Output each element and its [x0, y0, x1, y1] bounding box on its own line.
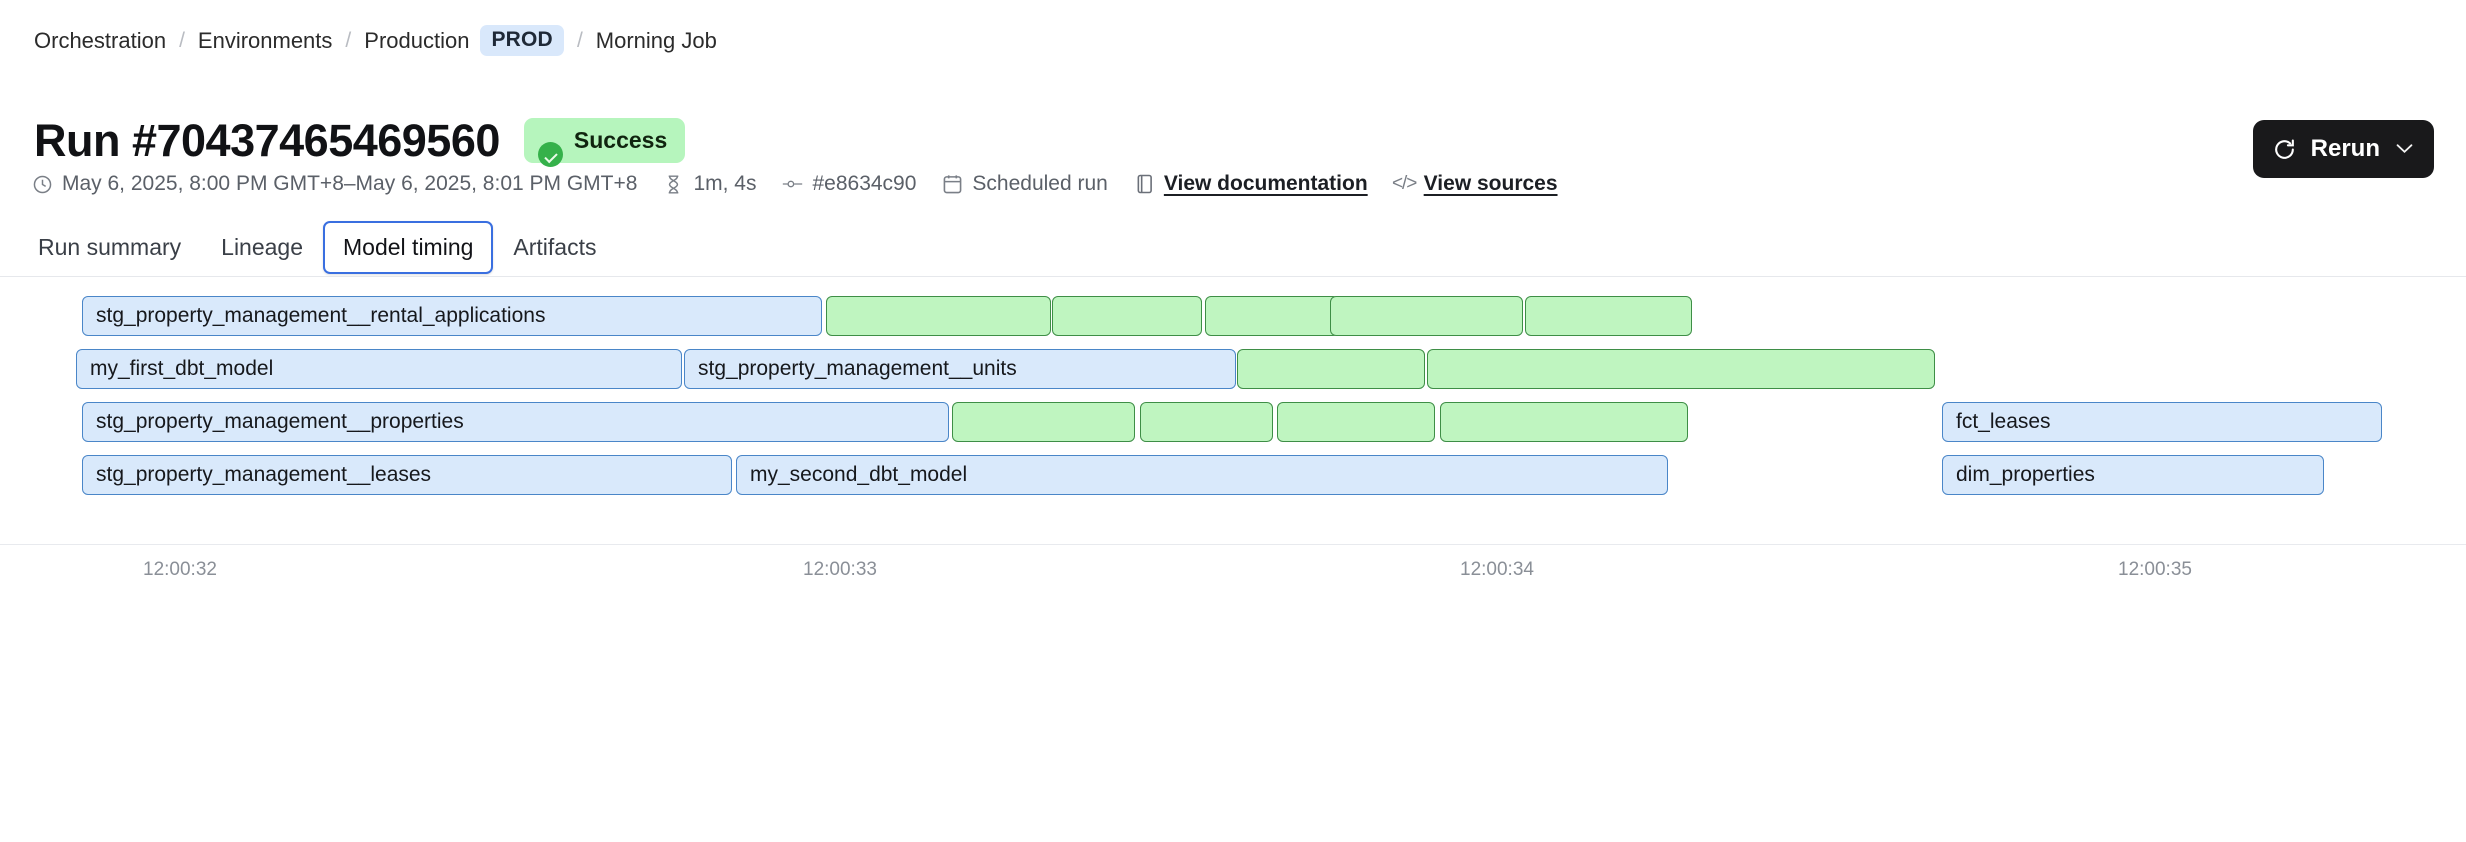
tab-bar-divider: [0, 276, 2466, 277]
gantt-bar-test[interactable]: [952, 402, 1135, 442]
tab-lineage[interactable]: Lineage: [201, 221, 323, 274]
breadcrumb-item-production[interactable]: Production: [364, 28, 469, 54]
gantt-bar-stg_property_management__units[interactable]: stg_property_management__units: [684, 349, 1236, 389]
meta-sources[interactable]: </> View sources: [1394, 172, 1558, 196]
calendar-icon: [942, 173, 963, 195]
gantt-bar-label: stg_property_management__leases: [83, 463, 431, 487]
meta-commit-text: #e8634c90: [812, 172, 916, 196]
status-badge-label: Success: [574, 127, 667, 154]
gantt-row: my_first_dbt_model stg_property_managemen…: [0, 349, 2466, 391]
breadcrumb-separator: /: [577, 29, 583, 53]
gantt-bar-test[interactable]: [1205, 296, 1339, 336]
gantt-bar-test[interactable]: [826, 296, 1051, 336]
book-icon: [1134, 173, 1155, 195]
gantt-bar-label: stg_property_management__properties: [83, 410, 464, 434]
meta-duration-text: 1m, 4s: [693, 172, 756, 196]
tab-bar[interactable]: Run summaryLineageModel timingArtifacts: [18, 218, 616, 276]
meta-trigger: Scheduled run: [942, 172, 1107, 196]
meta-commit: #e8634c90: [782, 172, 916, 196]
meta-duration: 1m, 4s: [663, 172, 756, 196]
gantt-bar-test[interactable]: [1277, 402, 1435, 442]
breadcrumb: Orchestration / Environments / Production PRO…: [34, 25, 717, 56]
run-meta-row: May 6, 2025, 8:00 PM GMT+8–May 6, 2025, …: [32, 172, 1558, 196]
tab-artifacts[interactable]: Artifacts: [493, 221, 616, 274]
gantt-bar-my_second_dbt_model[interactable]: my_second_dbt_model: [736, 455, 1668, 495]
chevron-down-icon: [2396, 141, 2413, 158]
meta-docs[interactable]: View documentation: [1134, 172, 1368, 196]
gantt-bar-label: my_second_dbt_model: [737, 463, 967, 487]
clock-icon: [32, 173, 53, 195]
gantt-row: stg_property_management__leases my_second…: [0, 455, 2466, 497]
gantt-bar-label: stg_property_management__rental_applicat…: [83, 304, 545, 328]
meta-timerange-text: May 6, 2025, 8:00 PM GMT+8–May 6, 2025, …: [62, 172, 637, 196]
refresh-icon: [2272, 137, 2297, 162]
meta-trigger-text: Scheduled run: [972, 172, 1107, 196]
gantt-bar-stg_property_management__properties[interactable]: stg_property_management__properties: [82, 402, 949, 442]
gantt-bar-my_first_dbt_model[interactable]: my_first_dbt_model: [76, 349, 682, 389]
gantt-bar-test[interactable]: [1140, 402, 1273, 442]
gantt-bar-test[interactable]: [1052, 296, 1202, 336]
gantt-bar-fct_leases[interactable]: fct_leases: [1942, 402, 2382, 442]
gantt-bar-stg_property_management__leases[interactable]: stg_property_management__leases: [82, 455, 732, 495]
gantt-bar-test[interactable]: [1237, 349, 1425, 389]
status-badge: Success: [524, 118, 685, 163]
code-icon: </>: [1394, 173, 1415, 195]
gantt-time-axis: 12:00:32 12:00:33 12:00:34 12:00:35: [0, 544, 2466, 590]
breadcrumb-separator: /: [179, 29, 185, 53]
gantt-bar-test[interactable]: [1330, 296, 1523, 336]
gantt-row: stg_property_management__rental_applicat…: [0, 296, 2466, 338]
page-title: Run #70437465469560: [34, 118, 500, 163]
axis-tick-label: 12:00:35: [2118, 559, 2192, 581]
axis-tick-label: 12:00:33: [803, 559, 877, 581]
tab-model-timing[interactable]: Model timing: [323, 221, 493, 274]
axis-tick-label: 12:00:34: [1460, 559, 1534, 581]
breadcrumb-separator: /: [345, 29, 351, 53]
gantt-bar-test[interactable]: [1427, 349, 1935, 389]
view-documentation-link[interactable]: View documentation: [1164, 172, 1368, 196]
meta-timerange: May 6, 2025, 8:00 PM GMT+8–May 6, 2025, …: [32, 172, 637, 196]
axis-tick-label: 12:00:32: [143, 559, 217, 581]
tab-run-summary[interactable]: Run summary: [18, 221, 201, 274]
gantt-row: stg_property_management__properties fct_l…: [0, 402, 2466, 444]
gantt-bar-stg_property_management__rental_applications[interactable]: stg_property_management__rental_applicat…: [82, 296, 822, 336]
gantt-bar-label: dim_properties: [1943, 463, 2095, 487]
view-sources-link[interactable]: View sources: [1424, 172, 1558, 196]
gantt-bar-test[interactable]: [1440, 402, 1688, 442]
gantt-bar-label: fct_leases: [1943, 410, 2051, 434]
breadcrumb-item-morning-job: Morning Job: [596, 28, 717, 54]
gantt-bar-label: my_first_dbt_model: [77, 357, 273, 381]
gantt-bar-label: stg_property_management__units: [685, 357, 1017, 381]
check-circle-icon: [538, 142, 563, 167]
hourglass-icon: [663, 173, 684, 195]
gantt-bar-test[interactable]: [1525, 296, 1692, 336]
rerun-button-label: Rerun: [2311, 135, 2380, 163]
model-timing-chart: stg_property_management__rental_applicat…: [0, 296, 2466, 590]
breadcrumb-item-prod[interactable]: PROD: [480, 25, 563, 56]
breadcrumb-item-orchestration[interactable]: Orchestration: [34, 28, 166, 54]
gantt-rows: stg_property_management__rental_applicat…: [0, 296, 2466, 544]
breadcrumb-item-environments[interactable]: Environments: [198, 28, 333, 54]
commit-icon: [782, 173, 803, 195]
rerun-button[interactable]: Rerun: [2253, 120, 2434, 178]
gantt-bar-dim_properties[interactable]: dim_properties: [1942, 455, 2324, 495]
